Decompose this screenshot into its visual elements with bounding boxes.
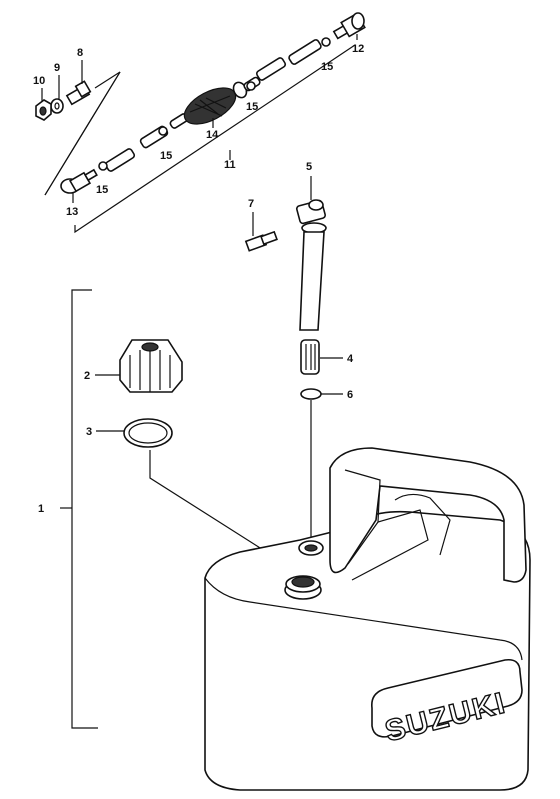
hose-segment (104, 148, 136, 172)
fuel-hose-assembly (35, 12, 366, 234)
callout-8: 8 (77, 47, 83, 59)
connector-fitting (65, 80, 92, 106)
callout-7: 7 (248, 198, 254, 210)
hose-clip (321, 37, 331, 47)
fuel-connector-tank-side (332, 12, 366, 40)
callout-12: 12 (352, 43, 364, 55)
callout-15b: 15 (160, 150, 172, 162)
callout-1: 1 (38, 503, 44, 515)
callout-13: 13 (66, 206, 78, 218)
callout-4: 4 (347, 353, 354, 365)
callout-9: 9 (54, 62, 60, 74)
cap-gasket (123, 418, 173, 448)
callout-15d: 15 (321, 61, 333, 73)
hose-segment (255, 57, 287, 81)
elbow-fitting (295, 199, 327, 234)
fuel-connector-engine-side (60, 168, 98, 194)
strainer (300, 339, 320, 375)
callout-2: 2 (84, 370, 90, 382)
cap-guide-line (149, 450, 299, 573)
callout-14: 14 (206, 129, 219, 141)
callout-11: 11 (224, 159, 236, 171)
nut (35, 99, 52, 121)
gasket-washer (50, 98, 64, 114)
callout-leaders (41, 34, 358, 432)
fuel-tank: SUZUKI (204, 447, 531, 791)
fuel-pickup-assembly (244, 199, 327, 542)
hose-clip (98, 161, 108, 171)
callout-15a: 15 (96, 184, 108, 196)
callout-6: 6 (347, 389, 353, 401)
primer-bulb (183, 81, 248, 125)
assembly-bracket (71, 289, 98, 729)
callout-3: 3 (86, 426, 92, 438)
callout-10: 10 (33, 75, 45, 87)
fuel-tank-cap (119, 339, 183, 393)
callout-labels: 1 2 3 4 5 6 7 8 9 10 11 12 13 14 15 15 1… (33, 43, 364, 515)
o-ring (300, 388, 322, 400)
air-vent-screw (244, 230, 278, 252)
hose-segment (288, 39, 322, 65)
hose-clip (246, 81, 256, 91)
hose-clip (158, 126, 168, 136)
callout-5: 5 (306, 161, 312, 173)
callout-15c: 15 (246, 101, 258, 113)
pickup-tube (299, 231, 325, 331)
